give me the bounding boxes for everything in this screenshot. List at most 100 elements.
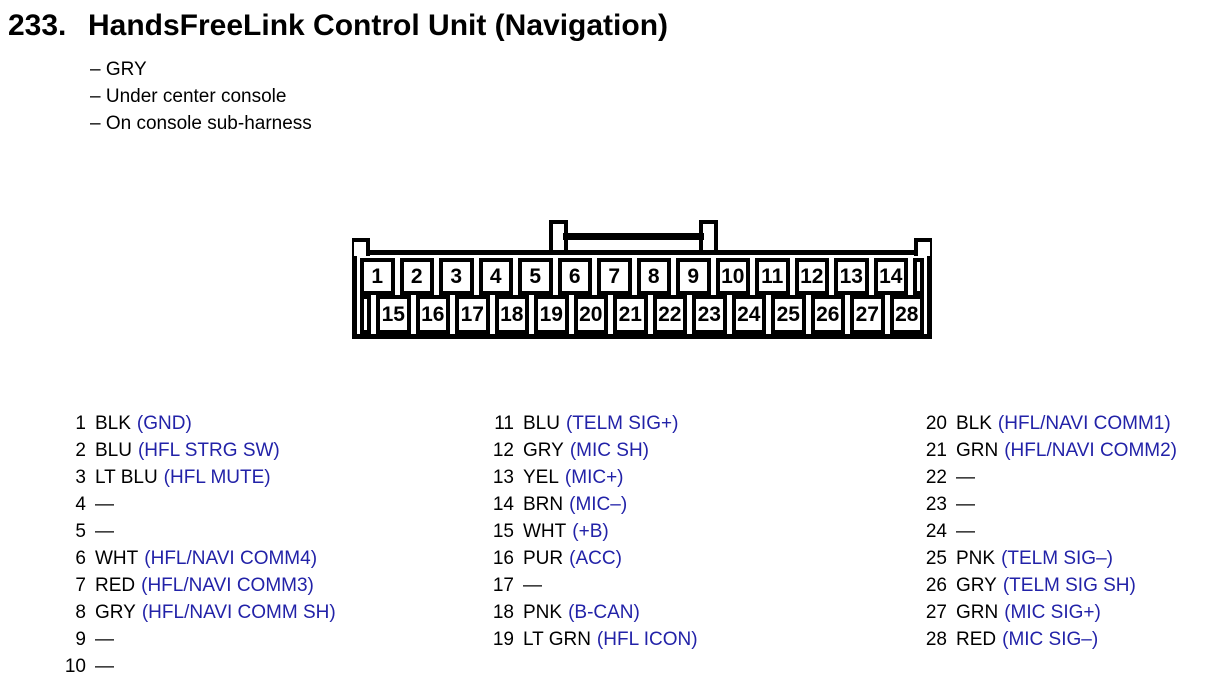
wire-color: PUR <box>523 548 564 569</box>
wire-color: BLU <box>523 413 560 434</box>
connector-diagram: 1 2 3 4 5 6 7 8 9 10 11 12 13 14 15 16 1… <box>352 220 932 340</box>
pin-row: 4— <box>55 491 336 518</box>
wire-color: PNK <box>956 548 996 569</box>
note-connector-color: – GRY <box>90 59 147 80</box>
connector-pin-cell: 17 <box>455 295 490 334</box>
connector-blank-cell <box>360 295 371 334</box>
pin-number: 21 <box>925 440 947 461</box>
pin-number: 17 <box>492 575 514 596</box>
connector-pin-cell: 28 <box>889 295 924 334</box>
pin-number: 7 <box>75 575 86 596</box>
pin-row: 9— <box>55 626 336 653</box>
pin-row: 13 YEL(MIC+) <box>483 464 698 491</box>
connector-pin-cell: 23 <box>692 295 727 334</box>
connector-row-bottom: 15 16 17 18 19 20 21 22 23 24 25 26 27 2… <box>360 295 924 334</box>
latch-bar <box>563 233 704 240</box>
pin-number: 15 <box>492 521 514 542</box>
note-harness: – On console sub-harness <box>90 113 312 134</box>
pin-row: 26 GRY(TELM SIG SH) <box>916 572 1177 599</box>
wire-color: YEL <box>523 467 559 488</box>
connector-pin-cell: 13 <box>834 258 869 295</box>
pin-number: 27 <box>925 602 947 623</box>
signal-name: (MIC SIG–) <box>1002 629 1099 650</box>
pin-row: 24 — <box>916 518 1177 545</box>
wire-color: GRN <box>956 440 999 461</box>
pin-number: 10 <box>64 656 86 677</box>
connector-pin-cell: 12 <box>794 258 829 295</box>
pin-number: 8 <box>75 602 86 623</box>
wire-color: PNK <box>523 602 563 623</box>
signal-name: (HFL/NAVI COMM3) <box>141 575 314 596</box>
pin-row: 5— <box>55 518 336 545</box>
connector-pin-cell: 1 <box>360 258 395 295</box>
pin-row: 17 — <box>483 572 698 599</box>
signal-name: (+B) <box>572 521 609 542</box>
wire-color: — <box>956 467 975 488</box>
connector-pin-cell: 26 <box>810 295 845 334</box>
wire-color: — <box>523 575 542 596</box>
pin-row: 22 — <box>916 464 1177 491</box>
signal-name: (MIC SIG+) <box>1004 602 1101 623</box>
wire-color: — <box>95 494 114 515</box>
pin-number: 18 <box>492 602 514 623</box>
section-title: HandsFreeLink Control Unit (Navigation) <box>88 9 669 42</box>
connector-pin-cell: 11 <box>755 258 790 295</box>
pin-row: 6 WHT(HFL/NAVI COMM4) <box>55 545 336 572</box>
signal-name: (HFL STRG SW) <box>137 440 280 461</box>
connector-pin-cell: 19 <box>534 295 569 334</box>
pin-number: 22 <box>925 467 947 488</box>
pin-number: 20 <box>925 413 947 434</box>
pin-number: 14 <box>492 494 514 515</box>
pin-number: 24 <box>925 521 947 542</box>
pin-number: 12 <box>492 440 514 461</box>
connector-pin-cell: 20 <box>573 295 608 334</box>
pin-number: 2 <box>75 440 86 461</box>
page-title: 233. HandsFreeLink Control Unit (Navigati… <box>8 9 668 43</box>
signal-name: (MIC SH) <box>569 440 649 461</box>
pin-number: 26 <box>925 575 947 596</box>
section-number: 233. <box>8 9 67 42</box>
wire-color: GRY <box>95 602 136 623</box>
wire-color: — <box>95 629 114 650</box>
pin-number: 25 <box>925 548 947 569</box>
pin-number: 6 <box>75 548 86 569</box>
connector-pin-cell: 9 <box>676 258 711 295</box>
connector-pin-cell: 22 <box>652 295 687 334</box>
wire-color: — <box>95 656 114 677</box>
connector-pin-cell: 4 <box>478 258 513 295</box>
wire-color: LT GRN <box>523 629 591 650</box>
connector-pin-cell: 14 <box>873 258 908 295</box>
signal-name: (HFL/NAVI COMM4) <box>144 548 318 569</box>
wire-color: — <box>956 494 975 515</box>
wire-color: BLK <box>95 413 131 434</box>
signal-name: (MIC+) <box>564 467 624 488</box>
corner-notch-left <box>352 238 370 256</box>
wire-color: LT BLU <box>95 467 158 488</box>
signal-name: (TELM SIG SH) <box>1002 575 1136 596</box>
connector-pin-cell: 27 <box>850 295 885 334</box>
wire-color: BLU <box>95 440 132 461</box>
wire-color: RED <box>956 629 997 650</box>
connector-row-top: 1 2 3 4 5 6 7 8 9 10 11 12 13 14 <box>360 258 924 295</box>
wire-color: — <box>95 521 114 542</box>
signal-name: (HFL ICON) <box>596 629 698 650</box>
pin-number: 13 <box>492 467 514 488</box>
pin-row: 2 BLU(HFL STRG SW) <box>55 437 336 464</box>
connector-pin-cell: 7 <box>597 258 632 295</box>
connector-pin-cell: 2 <box>399 258 434 295</box>
wire-color: GRY <box>956 575 997 596</box>
wire-color: — <box>956 521 975 542</box>
pin-number: 4 <box>75 494 86 515</box>
signal-name: (TELM SIG+) <box>565 413 679 434</box>
wire-color: WHT <box>95 548 139 569</box>
